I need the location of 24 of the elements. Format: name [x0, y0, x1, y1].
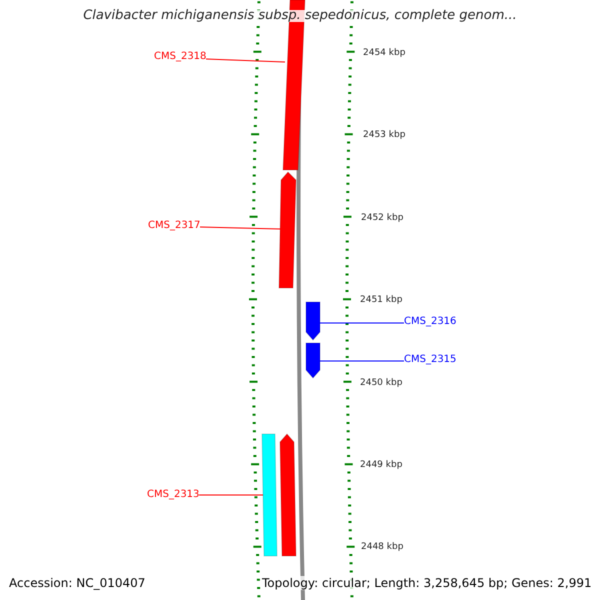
gene-label: CMS_2316 [404, 316, 456, 328]
gene-label: CMS_2315 [404, 354, 456, 366]
tick-label: 2448 kbp [361, 541, 404, 553]
gene-block [306, 302, 320, 341]
gene-label: CMS_2318 [154, 51, 206, 63]
genome-summary-text: Topology: circular; Length: 3,258,645 bp; Genes: 2,991 [262, 576, 592, 590]
leader-line [320, 322, 404, 324]
leader-line [200, 226, 282, 230]
gene-block [306, 342, 320, 379]
tick-label: 2451 kbp [360, 294, 402, 306]
tick-label: 2452 kbp [361, 212, 404, 224]
tick-label: 2449 kbp [360, 459, 402, 471]
gene-block [280, 433, 296, 556]
gene-block [262, 434, 278, 556]
leader-line [206, 58, 286, 62]
leader-line [198, 494, 264, 496]
accession-text: Accession: NC_010407 [9, 576, 146, 590]
tick-label: 2453 kbp [363, 129, 406, 141]
tick-label: 2454 kbp [363, 47, 406, 59]
gene-label: CMS_2317 [148, 220, 200, 232]
tick-label: 2450 kbp [360, 377, 402, 389]
gene-block [278, 171, 296, 288]
gene-label: CMS_2313 [147, 489, 200, 501]
leader-line [320, 360, 404, 362]
